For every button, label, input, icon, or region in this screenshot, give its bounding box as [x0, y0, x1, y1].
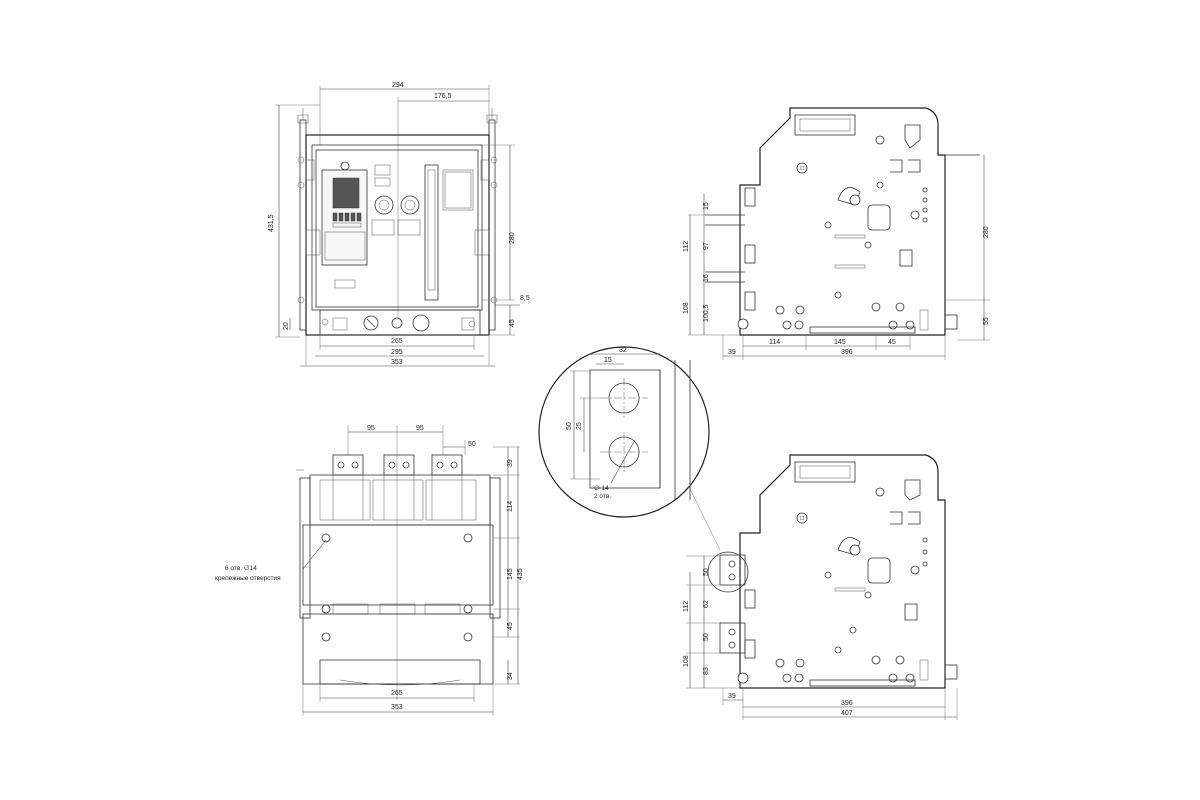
note-mounting-holes: крепежные отверстия [215, 575, 281, 582]
dim-15: 15 [703, 202, 710, 210]
detail-view: 50 25 32 15 ∅ 14 2 отв. [538, 346, 721, 551]
dim-114: 114 [769, 339, 780, 346]
dim-280: 280 [509, 232, 516, 244]
dim-32-detail: 32 [619, 347, 627, 354]
racking-handle-socket [412, 314, 430, 332]
dim-39-bottom: 39 [728, 693, 736, 700]
dim-39-rear: 39 [507, 459, 514, 467]
dim-112-bottom: 112 [683, 601, 690, 612]
dim-25-detail: 25 [576, 422, 583, 430]
dim-112: 112 [683, 241, 690, 252]
dim-83: 83 [703, 667, 710, 675]
dim-62: 62 [703, 600, 710, 608]
dim-45-rear: 45 [507, 622, 514, 630]
dim-294: 294 [392, 82, 404, 89]
note-diameter-14: ∅ 14 [594, 485, 609, 492]
dim-353-rear: 353 [391, 704, 403, 711]
dim-50-top: 50 [703, 568, 710, 576]
rear-view: 95 95 50 6 [215, 425, 524, 716]
dim-108: 108 [683, 302, 690, 314]
dim-39: 39 [728, 349, 736, 356]
trip-unit-buttons [332, 212, 362, 228]
dim-265: 265 [391, 338, 403, 345]
front-view: 294 176,5 431,5 20 280 8,5 45 [268, 82, 530, 367]
side-view-top: 15 97 16 100,5 112 108 280 55 114 145 45… [683, 107, 990, 360]
note-6-holes: 6 отв. ∅14 [225, 565, 257, 572]
dim-295: 295 [391, 349, 403, 356]
on-button [374, 195, 394, 215]
trip-unit-display [332, 177, 360, 209]
dim-396-bottom: 396 [841, 700, 853, 707]
dim-50-detail: 50 [566, 422, 573, 430]
dim-16: 16 [703, 274, 710, 282]
dim-280-side: 280 [983, 226, 990, 238]
dim-353: 353 [391, 359, 403, 366]
dim-114-rear: 114 [507, 501, 514, 512]
dim-97: 97 [703, 242, 710, 250]
dim-34: 34 [507, 672, 514, 680]
dim-50-rear: 50 [468, 441, 476, 448]
dim-176-5: 176,5 [434, 93, 452, 100]
dim-45-side: 45 [888, 339, 896, 346]
dim-396: 396 [841, 349, 853, 356]
dim-55: 55 [983, 317, 990, 325]
dim-50-mid: 50 [703, 633, 710, 641]
charging-handle [424, 164, 439, 301]
dim-145-rear: 145 [507, 568, 514, 580]
side-view-bottom: 50 62 50 83 112 108 39 396 407 [683, 454, 958, 720]
dim-265-rear: 265 [391, 690, 403, 697]
dim-15-detail: 15 [604, 357, 612, 364]
note-2-holes: 2 отв. [594, 493, 611, 500]
dim-435: 435 [517, 568, 524, 580]
detail-magnifier-circle [538, 346, 710, 518]
dim-45: 45 [509, 319, 516, 327]
dim-407: 407 [841, 710, 853, 717]
dim-20: 20 [283, 322, 290, 330]
dim-8-5: 8,5 [520, 295, 530, 302]
dim-100-5: 100,5 [703, 304, 710, 322]
dim-431-5: 431,5 [268, 214, 275, 232]
dim-108-bottom: 108 [683, 655, 690, 667]
dim-95-left: 95 [367, 425, 375, 432]
off-button [400, 195, 420, 215]
dim-145: 145 [834, 339, 846, 346]
dim-95-right: 95 [416, 425, 424, 432]
